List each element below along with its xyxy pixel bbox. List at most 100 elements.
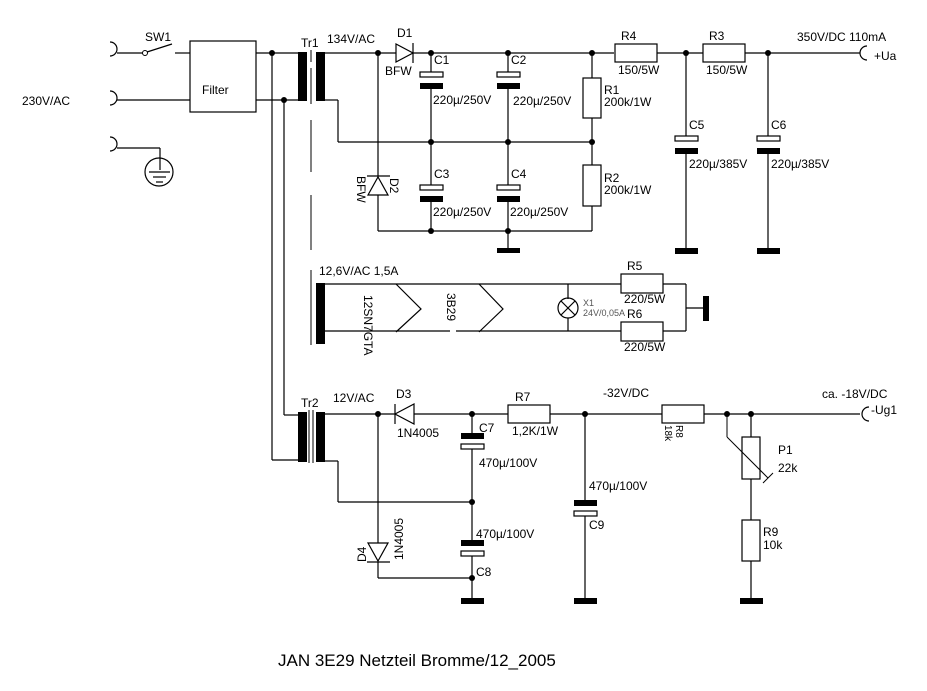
r7-label: R7 <box>515 390 531 404</box>
tr1-hv-voltage: 134V/AC <box>327 32 375 46</box>
ua-terminal-label: +Ua <box>874 49 897 63</box>
r5-label: R5 <box>627 259 643 273</box>
r2-label: R2 <box>604 171 620 185</box>
diode-d2 <box>366 175 390 196</box>
c1-value: 220µ/250V <box>433 93 491 107</box>
c5-label: C5 <box>689 118 705 132</box>
mains-voltage-label: 230V/AC <box>22 94 70 108</box>
resistor-r6 <box>620 321 664 342</box>
d3-label: D3 <box>396 387 412 401</box>
c2-value: 220µ/250V <box>513 94 571 108</box>
switch-contact <box>142 50 148 56</box>
ground-symbol <box>497 248 520 253</box>
r6-label: R6 <box>627 307 643 321</box>
c2-label: C2 <box>511 53 527 67</box>
p1-label: P1 <box>778 443 793 457</box>
diode-d1 <box>395 43 415 63</box>
tr1-label: Tr1 <box>301 36 319 50</box>
d1-label: D1 <box>397 26 413 40</box>
tr2-label: Tr2 <box>301 396 319 410</box>
d2-label: D2 <box>387 178 401 194</box>
d2-type: BFW <box>354 176 368 203</box>
d4-label: D4 <box>355 546 369 562</box>
c3-label: C3 <box>434 167 450 181</box>
mains-terminal-n <box>109 90 118 106</box>
r4-value: 150/5W <box>618 63 660 77</box>
r3-value: 150/5W <box>706 63 748 77</box>
ug1-voltage: ca. -18V/DC <box>822 387 888 401</box>
mains-input <box>109 40 257 187</box>
capacitor-c8 <box>460 540 485 604</box>
r4-label: R4 <box>621 29 637 43</box>
resistor-r4 <box>614 43 658 63</box>
tr2-voltage: 12V/AC <box>333 391 375 405</box>
mains-terminal-pe <box>109 136 118 152</box>
diode-d3 <box>393 403 415 425</box>
earth-icon <box>144 157 174 187</box>
potentiometer-p1[interactable] <box>726 414 774 484</box>
resistor-r1 <box>582 77 602 119</box>
resistor-r5 <box>620 273 664 294</box>
schematic-title: JAN 3E29 Netzteil Bromme/12_2005 <box>278 651 556 670</box>
r9-label: R9 <box>763 525 779 539</box>
capacitor-c2 <box>496 53 521 142</box>
resistor-r2 <box>582 164 602 207</box>
d3-type: 1N4005 <box>397 426 439 440</box>
c7-value: 470µ/100V <box>479 456 537 470</box>
transformer-tr2 <box>298 410 325 463</box>
r7-value: 1,2K/1W <box>512 424 559 438</box>
capacitor-c6 <box>756 53 781 254</box>
tube2-label: 3B29 <box>444 293 458 321</box>
ground-symbol <box>703 296 709 321</box>
capacitor-c9 <box>573 414 598 604</box>
lamp-value: 24V/0,05A <box>583 308 625 318</box>
r9-value: 10k <box>763 538 783 552</box>
c8-label: C8 <box>476 565 492 579</box>
r8-label: R8 <box>673 425 684 438</box>
d4-type: 1N4005 <box>392 518 406 560</box>
capacitor-c5 <box>674 53 699 254</box>
filter-label: Filter <box>202 83 229 97</box>
ug1-terminal[interactable] <box>861 406 870 422</box>
ua-terminal[interactable] <box>859 45 868 61</box>
c3-value: 220µ/250V <box>433 205 491 219</box>
tube-heater-12sn7gta <box>395 283 422 333</box>
filter-box <box>189 40 257 113</box>
capacitor-c1 <box>419 53 444 142</box>
diode-d4 <box>366 542 390 563</box>
r3-label: R3 <box>709 29 725 43</box>
bias-rail-voltage: -32V/DC <box>603 386 649 400</box>
p1-value: 22k <box>778 461 798 475</box>
mains-terminal-l <box>109 41 118 57</box>
capacitor-c7 <box>460 414 485 540</box>
c8-value: 470µ/100V <box>476 527 534 541</box>
r8-value: 18k <box>662 425 673 442</box>
switch-lever <box>146 43 173 53</box>
tube1-label: 12SN7GTA <box>361 295 375 355</box>
tr1-heater-voltage: 12,6V/AC 1,5A <box>319 264 398 278</box>
c4-value: 220µ/250V <box>510 205 568 219</box>
r1-value: 200k/1W <box>604 95 652 109</box>
resistor-r7 <box>507 404 551 424</box>
resistor-r3 <box>702 43 746 63</box>
c4-label: C4 <box>511 167 527 181</box>
r2-value: 200k/1W <box>604 183 652 197</box>
c9-value: 470µ/100V <box>589 479 647 493</box>
capacitor-c4 <box>496 142 521 231</box>
transformer-tr1 <box>298 50 325 345</box>
r5-value: 220/5W <box>624 292 666 306</box>
ug1-terminal-label: -Ug1 <box>871 403 897 417</box>
resistor-r9 <box>741 519 761 562</box>
ua-voltage: 350V/DC 110mA <box>797 30 886 44</box>
c7-label: C7 <box>479 421 495 435</box>
c1-label: C1 <box>434 53 450 67</box>
capacitor-c3 <box>419 142 444 231</box>
c6-label: C6 <box>771 118 787 132</box>
d1-type: BFW <box>385 64 412 78</box>
r1-label: R1 <box>604 83 620 97</box>
lamp-label: X1 <box>583 298 594 308</box>
c5-value: 220µ/385V <box>689 157 747 171</box>
tube-heater-3b29 <box>478 283 504 333</box>
c9-label: C9 <box>589 518 605 532</box>
